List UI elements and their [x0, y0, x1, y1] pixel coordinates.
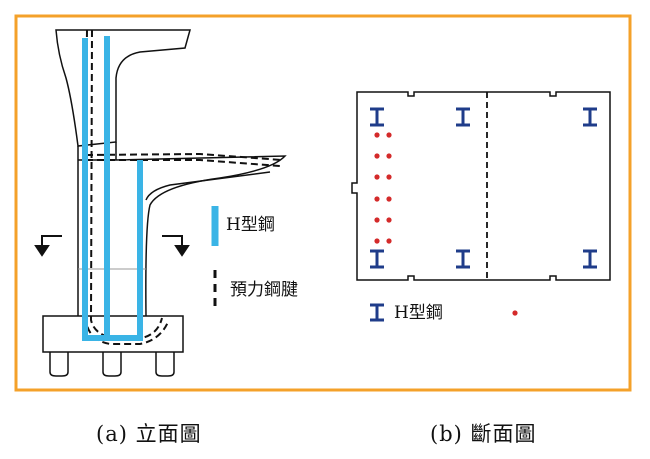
figure-frame — [14, 14, 632, 392]
tendon-dot — [374, 217, 380, 223]
section-cut-arrows — [34, 235, 190, 257]
h-steel-symbol-bl — [370, 249, 384, 269]
legend-h-steel-label: H型鋼 — [226, 215, 275, 235]
tendon-left-vertical — [85, 29, 169, 345]
tendon-left-vertical-2 — [89, 29, 163, 339]
footing-outline — [42, 315, 184, 353]
h-steel-symbol-tm — [456, 107, 470, 127]
section-arrow-left-head — [34, 245, 50, 257]
tendon-dot — [374, 174, 380, 180]
tendon-dot — [374, 196, 380, 202]
caption-elevation: (a) 立面圖 — [96, 422, 202, 446]
tendon-dot — [374, 238, 380, 244]
section-h-steel-group — [370, 107, 597, 322]
h-steel-symbol-tr — [583, 107, 597, 127]
h-steel-symbol-br — [583, 249, 597, 269]
tendon-dot — [386, 153, 392, 159]
tendon-dot — [386, 196, 392, 202]
h-steel-symbol-bm — [456, 249, 470, 269]
legend-tendon-dot — [512, 310, 518, 316]
tendon-dot — [374, 153, 380, 159]
tendon-dot — [386, 217, 392, 223]
legend-section-h-steel-label: H型鋼 — [394, 303, 443, 323]
legend-section-h-steel-symbol — [370, 303, 384, 322]
tendon-dot — [386, 132, 392, 138]
tendon-dot — [386, 238, 392, 244]
section-drawing — [351, 91, 611, 281]
caption-section: (b) 斷面圖 — [430, 422, 537, 446]
legend-tendon-label: 預力鋼腱 — [230, 280, 298, 300]
h-steel-symbol-tl — [370, 107, 384, 127]
elevation-drawing — [42, 29, 287, 377]
cantilever-edge — [145, 171, 271, 201]
section-arrow-right — [162, 235, 183, 248]
section-arrow-left — [41, 235, 62, 248]
section-arrow-right-head — [174, 245, 190, 257]
h-steel-left — [82, 38, 143, 341]
tendon-cantilever-1 — [85, 152, 283, 161]
section-tendon-dots — [374, 132, 518, 316]
pile-2 — [102, 352, 122, 377]
tendon-cantilever-2 — [86, 159, 281, 167]
tendon-dot — [386, 174, 392, 180]
pile-3 — [155, 352, 175, 377]
pile-1 — [49, 352, 69, 377]
section-outline — [351, 91, 611, 281]
tendon-dot — [374, 132, 380, 138]
elevation-h-steel — [82, 36, 143, 341]
cap-beam-outline — [55, 29, 191, 147]
